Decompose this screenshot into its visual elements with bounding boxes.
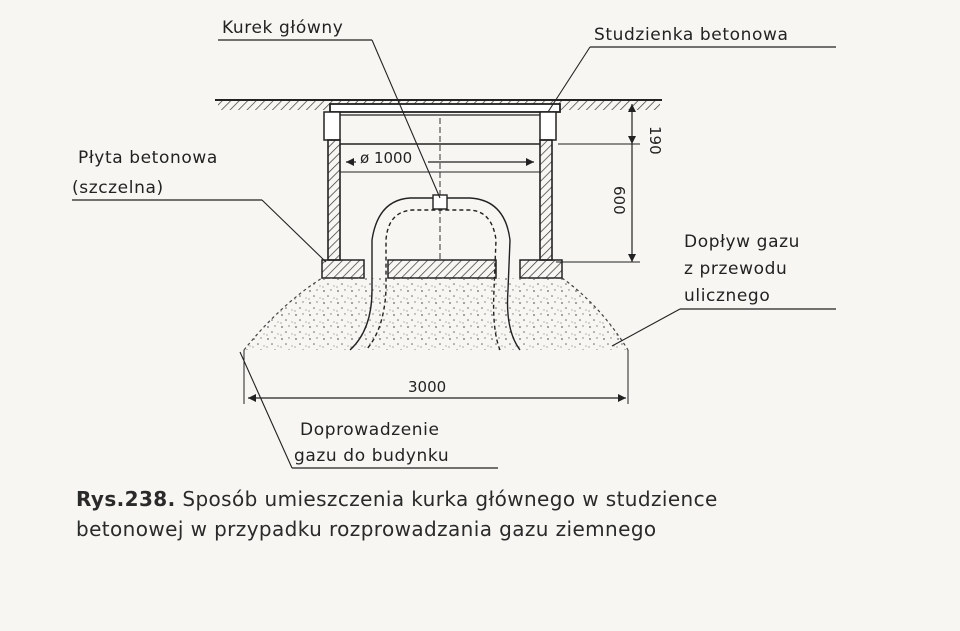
building-supply-label-line2: gazu do budynku (294, 446, 449, 466)
gas-inflow-label-line1: Dopływ gazu (684, 232, 800, 252)
gas-inflow-callout: Dopływ gazu z przewodu ulicznego (611, 232, 836, 347)
base-width-label: 3000 (408, 378, 446, 396)
depth-well-label: 600 (610, 186, 628, 215)
well-base-slabs (321, 259, 563, 279)
well-walls (323, 111, 557, 261)
building-supply-callout: Doprowadzenie gazu do budynku (239, 351, 498, 469)
well-cover (329, 103, 561, 116)
diameter-dimension: ø 1000 (346, 149, 534, 167)
gas-pipe (349, 197, 521, 351)
diameter-label: ø 1000 (360, 149, 412, 167)
depth-top-label: 190 (646, 126, 664, 155)
gas-inflow-label-line2: z przewodu (684, 259, 787, 279)
building-supply-label-line1: Doprowadzenie (300, 420, 440, 440)
concrete-slab-label-line1: Płyta betonowa (78, 148, 218, 168)
main-valve-label: Kurek główny (222, 18, 343, 38)
base-width-dimension: 3000 (243, 350, 629, 404)
concrete-well-label: Studzienka betonowa (594, 25, 788, 45)
main-valve-callout: Kurek główny (218, 18, 441, 199)
concrete-well-callout: Studzienka betonowa (547, 25, 836, 113)
caption-text-line2: betonowej w przypadku rozprowadzania gaz… (76, 517, 657, 541)
caption-line1: Rys.238. Sposób umieszczenia kurka główn… (76, 484, 896, 514)
concrete-slab-label-line2: (szczelna) (72, 178, 164, 198)
main-valve-symbol (432, 118, 448, 262)
sand-bedding (244, 278, 628, 350)
caption-figure-number: Rys.238. (76, 487, 176, 511)
figure-caption: Rys.238. Sposób umieszczenia kurka główn… (76, 484, 896, 544)
concrete-slab-callout: Płyta betonowa (szczelna) (72, 148, 327, 263)
caption-text-line1: Sposób umieszczenia kurka głównego w stu… (182, 487, 718, 511)
gas-inflow-label-line3: ulicznego (684, 286, 770, 306)
depth-dimensions: 190 600 (556, 104, 664, 263)
